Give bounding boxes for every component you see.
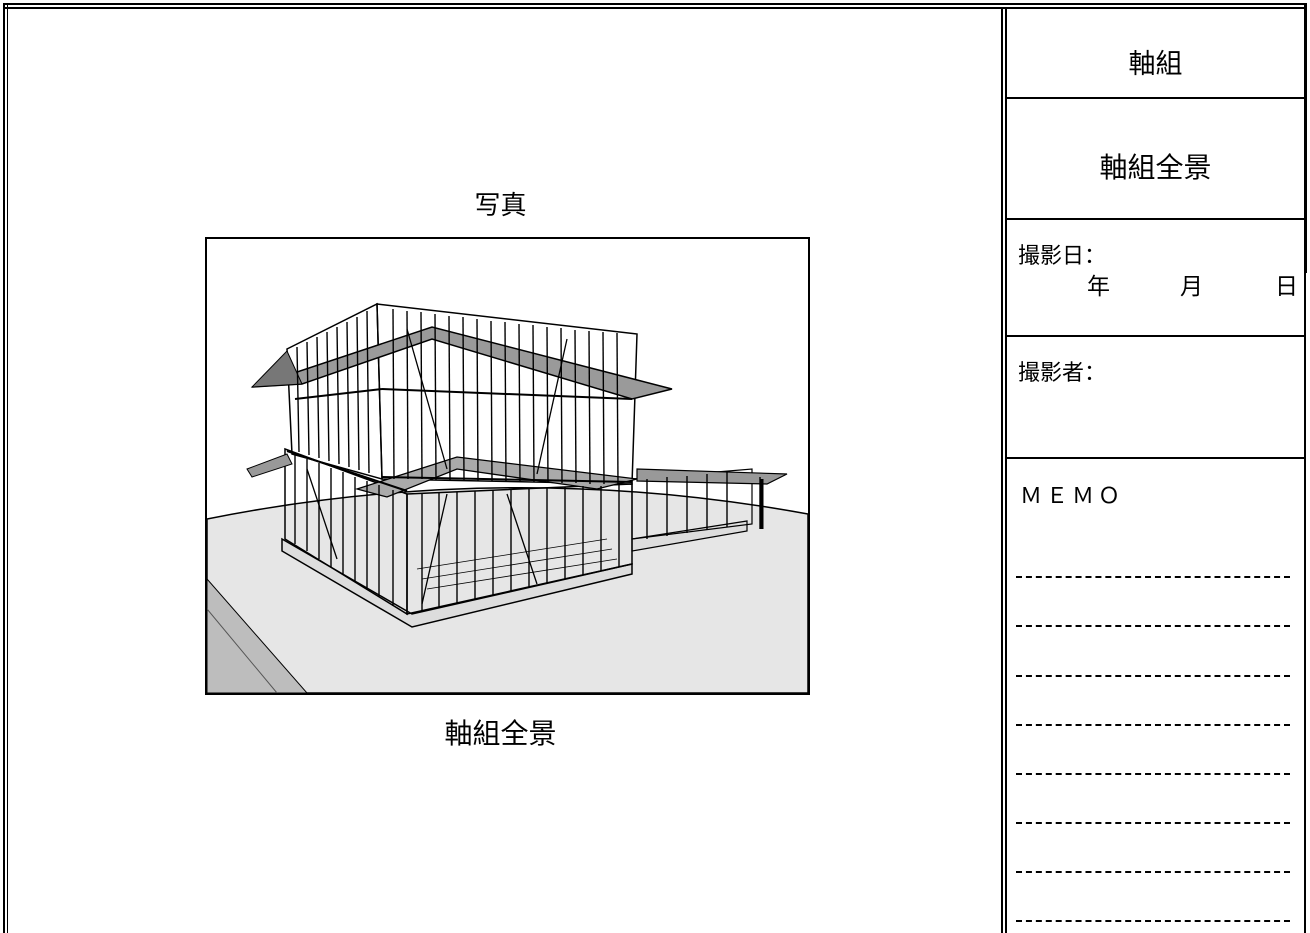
month-label: 月: [1180, 274, 1203, 300]
outer-right-border: [1304, 9, 1307, 933]
panel-divider: [1001, 9, 1007, 933]
memo-line: [1016, 576, 1290, 578]
memo-line: [1016, 773, 1290, 775]
row-divider-2: [1007, 218, 1304, 220]
memo-line: [1016, 822, 1290, 824]
memo-label: ＭＥＭＯ: [1020, 484, 1125, 509]
row-divider-1: [1007, 97, 1304, 99]
photo-caption: 軸組全景: [444, 717, 557, 750]
subject-cell: 軸組全景: [1099, 151, 1212, 184]
row-divider-4: [1007, 457, 1304, 459]
memo-line: [1016, 724, 1290, 726]
memo-line: [1016, 675, 1290, 677]
memo-line: [1016, 920, 1290, 922]
day-label: 日: [1275, 274, 1298, 300]
outer-top-border: [3, 3, 1307, 9]
house-framing-photo: [207, 302, 808, 693]
category-cell: 軸組: [1128, 49, 1183, 80]
date-label: 撮影日：: [1018, 244, 1107, 269]
photo-frame: [205, 237, 810, 695]
photo-panel-title: 写真: [474, 191, 527, 221]
memo-line: [1016, 625, 1290, 627]
year-label: 年: [1087, 274, 1110, 300]
memo-line: [1016, 871, 1290, 873]
photographer-label: 撮影者：: [1018, 361, 1107, 386]
row-divider-3: [1007, 335, 1304, 337]
outer-left-border: [3, 3, 8, 933]
outer-right-border-top: [1304, 3, 1307, 273]
